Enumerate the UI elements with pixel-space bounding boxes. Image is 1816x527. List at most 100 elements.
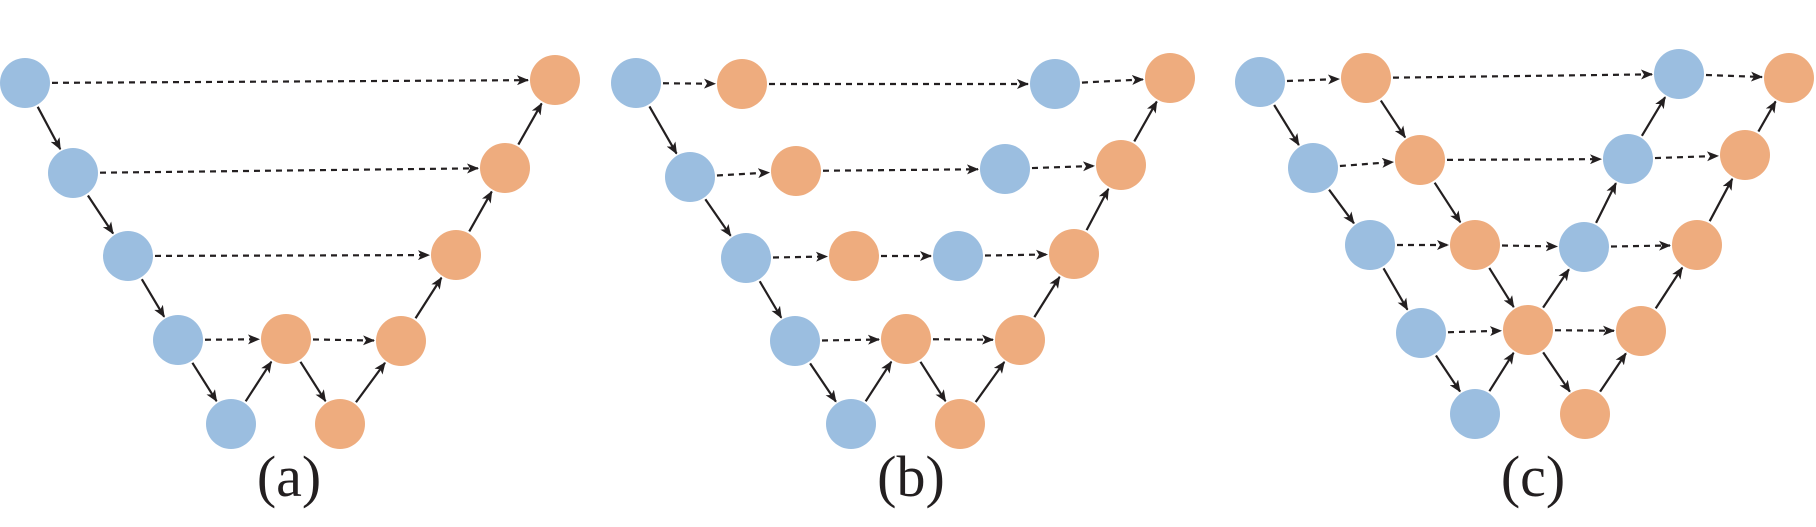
- decoder-node-c10: [1560, 389, 1610, 439]
- decoder-node-b6: [881, 314, 931, 364]
- edge-b4-b5: [809, 362, 837, 403]
- edge-c7-c9: [1435, 354, 1461, 393]
- skip-connection-a2-a10: [99, 163, 480, 174]
- skip-connection-c13-c16: [1654, 151, 1720, 162]
- skip-connection-b14-b18: [822, 164, 980, 175]
- skip-connection-b17-b9: [984, 249, 1049, 260]
- encoder-node-b3: [721, 233, 771, 283]
- edge-a9-a10: [468, 190, 493, 233]
- decoder-node-b8: [995, 315, 1045, 365]
- skip-connection-b6-b8: [932, 334, 995, 345]
- skip-connection-b18-b10: [1031, 161, 1096, 172]
- decoder-node-b9: [1049, 229, 1099, 279]
- skip-connection-a4-a6: [204, 334, 261, 345]
- decoder-node-b7: [935, 399, 985, 449]
- encoder-node-b4: [770, 316, 820, 366]
- decoder-node-b13: [829, 231, 879, 281]
- edge-b9-b10: [1085, 187, 1110, 231]
- decoder-node-c14: [1672, 220, 1722, 270]
- decoder-node-c18: [1764, 53, 1814, 103]
- encoder-node-a1: [0, 58, 50, 108]
- edge-c11-c13: [1595, 182, 1617, 224]
- skip-connection-c6-c11: [1501, 241, 1559, 252]
- decoder-node-a9: [431, 230, 481, 280]
- edge-a5-a6: [244, 360, 273, 402]
- edge-c9-c8: [1488, 351, 1515, 392]
- skip-connection-b19-b11: [1081, 74, 1145, 85]
- skip-connection-c15-c18: [1705, 71, 1764, 82]
- edge-a8-a9: [414, 276, 443, 319]
- edge-c5-c7: [1382, 267, 1409, 311]
- edge-a10-a11: [517, 102, 543, 146]
- edge-c2-c4: [1379, 99, 1407, 139]
- edge-c16-c18: [1757, 100, 1777, 133]
- edge-b10-b11: [1133, 100, 1158, 143]
- skip-connection-b3-b13: [772, 251, 829, 262]
- decoder-node-a7: [315, 399, 365, 449]
- edge-a3-a4: [140, 278, 166, 318]
- edge-a1-a2: [36, 106, 62, 151]
- skip-connection-c7-c8: [1447, 326, 1503, 337]
- edge-c8-c11: [1542, 268, 1570, 309]
- skip-connection-a1-a11: [51, 75, 530, 86]
- edge-b5-b6: [864, 360, 893, 402]
- edge-c12-c14: [1654, 266, 1684, 309]
- decoder-node-c12: [1616, 306, 1666, 356]
- decoder-node-a8: [376, 316, 426, 366]
- edge-c3-c5: [1328, 189, 1355, 225]
- decoder-node-c8: [1503, 305, 1553, 355]
- encoder-node-b5: [826, 399, 876, 449]
- panel-label-c: (c): [1500, 444, 1566, 509]
- encoder-node-a3: [103, 231, 153, 281]
- encoder-node-c15: [1654, 49, 1704, 99]
- skip-connection-b2-b14: [716, 168, 771, 179]
- encoder-node-c11: [1559, 222, 1609, 272]
- edge-a2-a3: [86, 194, 115, 235]
- edge-a7-a8: [355, 361, 386, 403]
- edge-c10-c12: [1599, 352, 1627, 393]
- nodes-layer: [0, 49, 1814, 449]
- skip-connection-c3-c4: [1339, 157, 1395, 168]
- encoder-node-b18: [980, 144, 1030, 194]
- encoder-node-c7: [1396, 308, 1446, 358]
- skip-connection-b4-b6: [821, 334, 881, 345]
- encoder-node-b2: [665, 152, 715, 202]
- encoder-node-a2: [48, 148, 98, 198]
- edge-a4-a5: [191, 362, 218, 403]
- decoder-node-c4: [1395, 135, 1445, 185]
- decoder-node-b10: [1096, 140, 1146, 190]
- edge-b6-b7: [919, 361, 947, 403]
- decoder-node-b15: [717, 59, 767, 109]
- skip-connection-c11-c14: [1610, 240, 1672, 251]
- edge-c1-c3: [1273, 104, 1300, 146]
- edge-c13-c15: [1640, 96, 1667, 137]
- skip-connection-c8-c12: [1554, 325, 1616, 336]
- decoder-node-a6: [261, 314, 311, 364]
- edge-b8-b9: [1033, 276, 1061, 318]
- edge-a6-a7: [299, 361, 327, 403]
- edge-c14-c16: [1708, 177, 1734, 222]
- skip-connection-a6-a8: [312, 335, 376, 346]
- decoder-node-c16: [1720, 130, 1770, 180]
- encoder-node-c9: [1450, 389, 1500, 439]
- edge-c8-c10: [1542, 351, 1571, 393]
- edge-b3-b4: [758, 280, 783, 319]
- edge-c4-c6: [1433, 182, 1462, 224]
- decoder-node-a10: [480, 143, 530, 193]
- edge-b1-b2: [648, 105, 678, 155]
- encoder-node-c13: [1603, 134, 1653, 184]
- edge-c6-c8: [1488, 267, 1515, 308]
- encoder-node-b1: [611, 58, 661, 108]
- encoder-node-b17: [933, 231, 983, 281]
- decoder-node-c2: [1341, 53, 1391, 103]
- encoder-node-c5: [1345, 220, 1395, 270]
- edges-layer: [36, 69, 1777, 403]
- skip-connection-c4-c13: [1446, 154, 1603, 165]
- edge-b7-b8: [974, 361, 1006, 403]
- edge-b2-b3: [704, 198, 732, 237]
- encoder-node-c3: [1288, 143, 1338, 193]
- decoder-node-b11: [1145, 53, 1195, 103]
- panel-label-a: (a): [256, 444, 322, 509]
- encoder-node-a4: [153, 315, 203, 365]
- encoder-node-a5: [206, 399, 256, 449]
